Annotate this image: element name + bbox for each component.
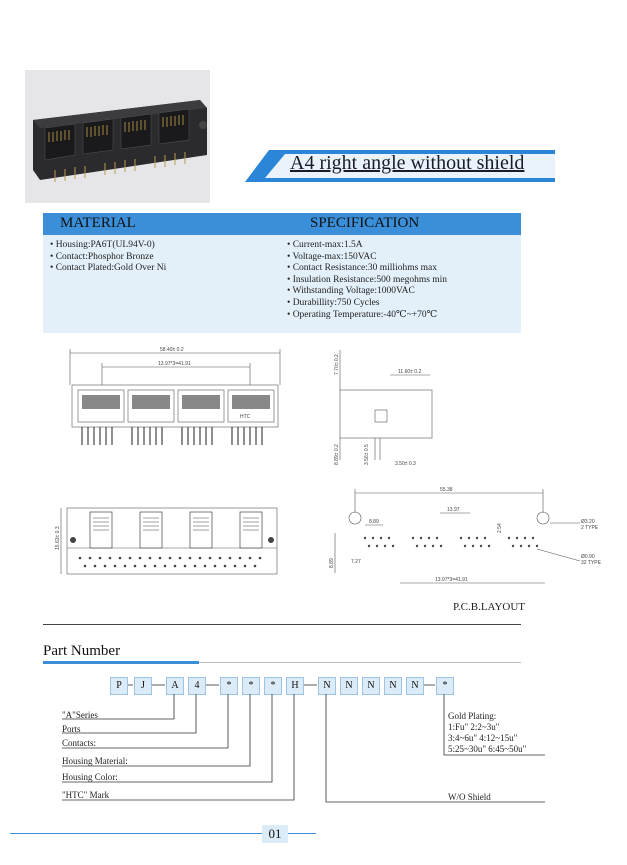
pn-box: * (264, 677, 282, 695)
pn-box: * (242, 677, 260, 695)
dim-bottom-width: 15.63± 0.3 (55, 526, 61, 550)
part-number-underline (43, 661, 199, 664)
gold-plating-line: Gold Plating: (448, 711, 497, 721)
pn-box: * (220, 677, 238, 695)
dim-front-pitch: 13.97*3=41.91 (158, 361, 191, 367)
spec-table-header (43, 213, 521, 235)
spec-item: • Operating Temperature:-40℃~+70℃ (287, 309, 438, 320)
section-divider (43, 624, 521, 625)
wo-shield-label: W/O Shield (448, 792, 491, 802)
dim-side-pin3: 3.50± 0.3 (395, 461, 416, 467)
part-number-rule (199, 662, 521, 663)
page-number: 01 (262, 825, 288, 843)
pn-box: * (436, 677, 454, 695)
gold-plating-line: 3:4~6u" 4:12~15u" (448, 733, 518, 743)
dim-pcb-d: 7.27 (351, 559, 361, 565)
dim-front-overall: 58.40± 0.2 (160, 347, 184, 353)
material-item: • Contact:Phosphor Bronze (50, 251, 154, 262)
material-heading: MATERIAL (60, 215, 136, 231)
specification-list: • Current-max:1.5A • Voltage-max:150VAC … (287, 240, 447, 321)
pn-label-contacts: Contacts: (62, 738, 96, 748)
pn-label-ports: Ports (62, 724, 81, 734)
pn-box: N (406, 677, 424, 695)
spec-item: • Withstanding Voltage:1000VAC (287, 286, 415, 297)
gold-plating-options: Gold Plating: 1:Fu" 2:2~3u" 3:4~6u" 4:12… (448, 711, 526, 755)
front-view-drawing: 58.40± 0.2 13.97*3=41.91 HTC (69, 347, 281, 445)
dim-pcb-overall: 55.38 (440, 487, 453, 493)
dim-pcb-b: 2.54 (497, 523, 503, 533)
dim-pcb-a: 8.89 (369, 519, 379, 525)
dim-side-pin2: 3.56± 0.5 (364, 444, 370, 465)
gold-plating-line: 1:Fu" 2:2~3u" (448, 722, 500, 732)
title-banner (245, 150, 555, 182)
pn-box: N (362, 677, 380, 695)
dim-side-pin1: 8.89± 0.2 (334, 444, 340, 465)
part-number-title: Part Number (43, 643, 121, 659)
pn-box: A (166, 677, 184, 695)
spec-table-body (43, 235, 521, 333)
spec-item: • Voltage-max:150VAC (287, 251, 377, 262)
dim-pcb-hole2: Ø0.90 (581, 554, 595, 560)
dim-pcb-pitch: 13.97 (447, 507, 460, 513)
dim-pcb-hole1-type: 2 TYPE (581, 525, 599, 531)
spec-item: • Current-max:1.5A (287, 240, 363, 250)
dim-pcb-total: 13.97*3=41.91 (435, 577, 468, 583)
specification-heading: SPECIFICATION (310, 215, 420, 231)
pcb-layout-label: P.C.B.LAYOUT (453, 601, 526, 613)
pn-box: N (318, 677, 336, 695)
spec-item: • Durabillity:750 Cycles (287, 297, 380, 308)
pn-label-housing-material: Housing Material: (62, 756, 128, 766)
spec-item: • Contact Resistance:30 milliohms max (287, 263, 438, 274)
pcb-layout-drawing: 55.38 13.97 8.89 2.54 8.89 7.27 13.97*3=… (329, 487, 602, 584)
pn-label-series: "A"Series (62, 710, 98, 720)
dim-pcb-c: 8.89 (329, 558, 335, 568)
dim-pcb-hole1: Ø3.20 (581, 519, 595, 525)
bottom-view-drawing: 15.63± 0.3 (55, 507, 278, 575)
side-view-drawing: 7.70± 0.2 11.60± 0.2 8.89± 0.2 3.56± 0.5… (334, 350, 433, 467)
pn-box: N (340, 677, 358, 695)
material-list: • Housing:PA6T(UL94V-0) • Contact:Phosph… (50, 240, 166, 275)
footer-rule-left (10, 833, 262, 834)
gold-plating-line: 5:25~30u" 6:45~50u" (448, 744, 527, 754)
pn-label-housing-color: Housing Color: (62, 772, 118, 782)
spec-item: • Insulation Resistance:500 megohms min (287, 274, 448, 285)
material-item: • Contact Plated:Gold Over Ni (50, 263, 167, 274)
pn-box: J (134, 677, 152, 695)
pn-box: N (384, 677, 402, 695)
pn-label-htc-mark: "HTC" Mark (62, 790, 110, 800)
footer-rule-right (288, 833, 316, 834)
pn-box: H (286, 677, 304, 695)
material-item: • Housing:PA6T(UL94V-0) (50, 240, 155, 250)
htc-logo-text: HTC (240, 414, 251, 420)
dim-side-height: 7.70± 0.2 (334, 354, 340, 375)
product-photo (25, 70, 210, 203)
banner-title: A4 right angle without shield (290, 152, 525, 174)
dim-pcb-hole2-type: 32 TYPE (581, 560, 602, 566)
pn-box: 4 (188, 677, 206, 695)
dim-side-depth: 11.60± 0.2 (398, 369, 421, 375)
pn-box: P (110, 677, 128, 695)
